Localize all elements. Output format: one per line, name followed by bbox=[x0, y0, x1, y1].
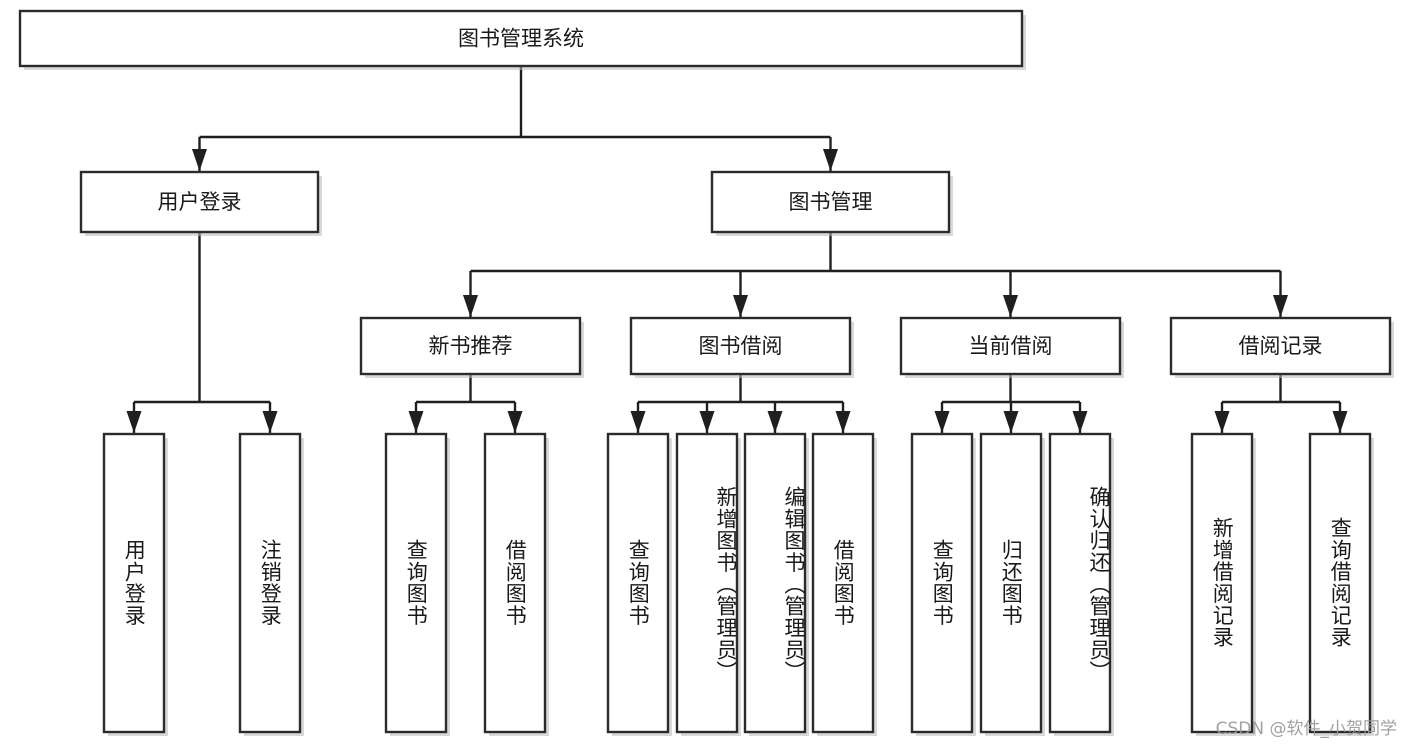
arrow-down-icon-level3 bbox=[733, 295, 748, 317]
node-box-leaf-confirm-return[interactable] bbox=[1048, 432, 1112, 734]
arrow-down-icon-leaf bbox=[262, 411, 278, 433]
node-box-leaf-return-book[interactable] bbox=[979, 432, 1043, 734]
node-label-user-login: 用户登录 bbox=[158, 190, 242, 214]
node-box-leaf-edit-book[interactable] bbox=[743, 432, 807, 734]
arrow-down-icon-leaf bbox=[126, 411, 142, 433]
node-box-leaf-borrow-book-2[interactable] bbox=[811, 432, 875, 734]
arrow-down-icon-level2 bbox=[192, 149, 207, 171]
node-label-borrow-record: 借阅记录 bbox=[1239, 334, 1323, 358]
edges-layer bbox=[126, 66, 1348, 433]
arrow-down-icon-level3 bbox=[463, 295, 478, 317]
node-box-leaf-logout[interactable] bbox=[238, 432, 302, 734]
arrow-down-icon-leaf bbox=[408, 411, 424, 433]
arrow-down-icon-leaf bbox=[767, 411, 783, 433]
arrow-down-icon-level2 bbox=[823, 149, 838, 171]
node-box-leaf-add-book[interactable] bbox=[675, 432, 739, 734]
arrow-down-icon-leaf bbox=[1214, 411, 1230, 433]
node-box-leaf-query-book-1[interactable] bbox=[384, 432, 448, 734]
boxes-layer bbox=[18, 9, 1394, 736]
node-label-current-borrow: 当前借阅 bbox=[969, 334, 1053, 358]
node-box-leaf-add-record[interactable] bbox=[1190, 432, 1254, 734]
node-box-root[interactable] bbox=[18, 9, 1024, 68]
node-label-book-borrow: 图书借阅 bbox=[699, 334, 783, 358]
arrow-down-icon-leaf bbox=[630, 411, 646, 433]
node-label-book-manage: 图书管理 bbox=[789, 190, 873, 214]
node-box-borrow-record[interactable] bbox=[1169, 316, 1392, 376]
arrow-down-icon-leaf bbox=[835, 411, 851, 433]
arrow-down-icon-leaf bbox=[1003, 411, 1019, 433]
arrow-down-icon-level3 bbox=[1003, 295, 1018, 317]
arrow-down-icon-leaf bbox=[507, 411, 523, 433]
node-box-book-manage[interactable] bbox=[710, 170, 951, 234]
node-box-leaf-borrow-book-1[interactable] bbox=[483, 432, 547, 734]
node-label-root: 图书管理系统 bbox=[458, 27, 584, 51]
node-box-book-borrow[interactable] bbox=[629, 316, 852, 376]
node-box-user-login[interactable] bbox=[79, 170, 320, 234]
node-label-new-book-recommend: 新书推荐 bbox=[429, 334, 513, 358]
node-box-leaf-user-login[interactable] bbox=[102, 432, 166, 734]
arrow-down-icon-leaf bbox=[699, 411, 715, 433]
node-box-leaf-query-book-2[interactable] bbox=[606, 432, 670, 734]
arrow-down-icon-level3 bbox=[1273, 295, 1288, 317]
node-box-current-borrow[interactable] bbox=[899, 316, 1122, 376]
arrow-down-icon-leaf bbox=[934, 411, 950, 433]
arrow-down-icon-leaf bbox=[1332, 411, 1348, 433]
node-box-leaf-query-record[interactable] bbox=[1308, 432, 1372, 734]
arrow-down-icon-leaf bbox=[1072, 411, 1088, 433]
node-box-leaf-query-book-3[interactable] bbox=[910, 432, 974, 734]
node-box-new-book-recommend[interactable] bbox=[359, 316, 582, 376]
